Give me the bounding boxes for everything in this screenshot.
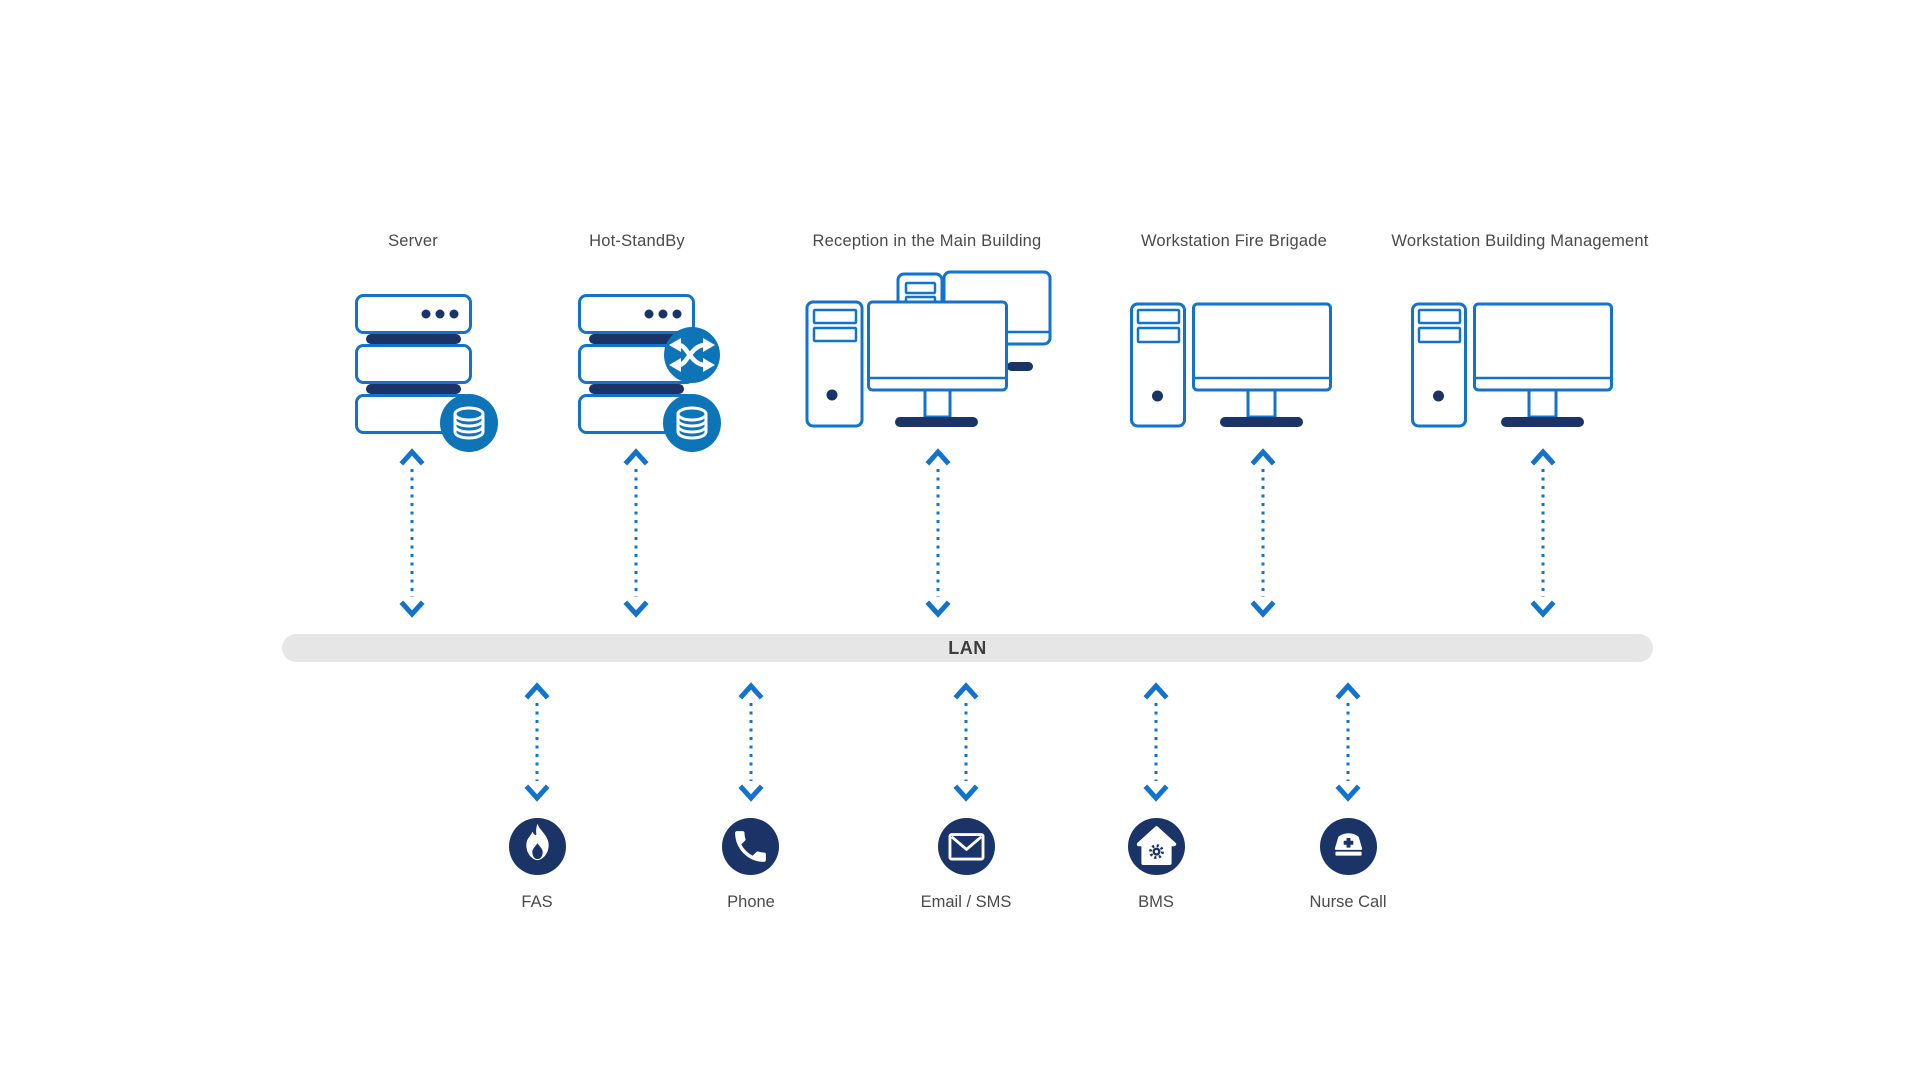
pc-tower-icon [1411,302,1467,428]
dotted-double-arrow [953,681,979,803]
phone-node [722,818,779,875]
monitor-icon [1473,302,1613,427]
dotted-double-arrow [1143,681,1169,803]
dotted-double-arrow [1250,447,1276,619]
dotted-double-arrow [1530,447,1556,619]
dotted-double-arrow [399,447,425,619]
nurse-call-node [1320,818,1377,875]
dotted-double-arrow [1335,681,1361,803]
title-workstation-building-management: Workstation Building Management [1391,232,1649,250]
server-stack-hot-standby-icon [578,294,721,452]
flame-icon [526,823,549,861]
title-reception: Reception in the Main Building [812,232,1042,250]
label-email-sms: Email / SMS [920,893,1012,911]
database-icon [663,394,721,452]
server-stack-icon [355,294,498,452]
bms-node [1128,818,1185,875]
mouse-icon [1007,362,1033,371]
sync-swap-icon [664,327,720,383]
fas-node [509,818,566,875]
monitor-icon [1192,302,1332,427]
title-workstation-fire-brigade: Workstation Fire Brigade [1140,232,1328,250]
label-phone: Phone [727,893,775,911]
dotted-double-arrow [738,681,764,803]
nurse-cap-icon [1334,833,1363,856]
workstation-icon [1411,302,1613,428]
workstation-icon [1130,302,1332,428]
pc-tower-front-icon [805,300,864,428]
dotted-double-arrow [524,681,550,803]
lan-bus-bar: LAN [282,634,1653,662]
label-fas: FAS [521,893,553,911]
house-gear-icon [1136,826,1177,866]
label-bms: BMS [1138,893,1174,911]
database-icon [440,394,498,452]
title-server: Server [388,232,438,250]
label-nurse-call: Nurse Call [1309,893,1387,911]
gear-icon [1149,844,1164,860]
workstation-group-icon [805,270,1052,428]
monitor-front-icon [867,300,1008,427]
dotted-double-arrow [623,447,649,619]
envelope-icon [948,833,985,861]
dotted-double-arrow [925,447,951,619]
lan-label: LAN [948,637,987,658]
pc-tower-icon [1130,302,1186,428]
title-hot-standby: Hot-StandBy [589,232,685,250]
email-sms-node [938,818,995,875]
phone-icon [735,831,766,862]
